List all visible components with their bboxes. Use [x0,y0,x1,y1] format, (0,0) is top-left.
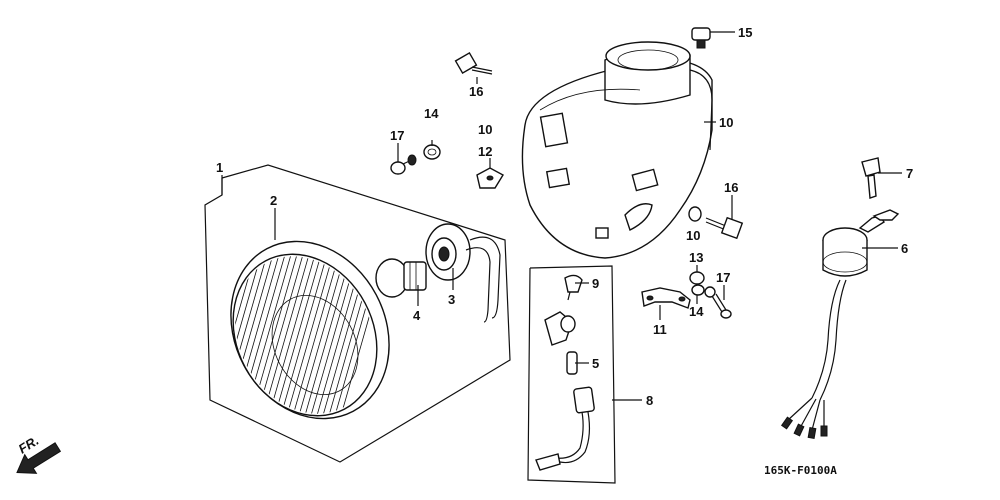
bracket-11 [641,287,691,309]
callout-labels: 1 2 3 4 5 6 7 8 9 10 10 10 11 12 13 14 1… [216,25,913,408]
collar-10 [688,206,702,222]
bulb-socket [425,223,501,323]
washer-14-right [691,284,705,296]
callout-16-top: 16 [469,84,483,99]
callout-12: 12 [478,144,492,159]
front-direction-arrow: FR. [16,433,62,474]
wire-harness [535,274,595,471]
bolt-16-top [454,51,493,75]
callout-17-right: 17 [716,270,730,285]
callout-13: 13 [689,250,703,265]
callout-9: 9 [592,276,599,291]
callout-4: 4 [413,308,421,323]
callout-8: 8 [646,393,653,408]
callout-5: 5 [592,356,599,371]
callout-10-top: 10 [478,122,492,137]
callout-10-collar: 10 [686,228,700,243]
callout-10-case: 10 [719,115,733,130]
bolt-16-right [705,216,744,240]
callout-14-left: 14 [424,106,439,121]
collar-14-left [423,144,441,160]
callout-1: 1 [216,160,223,175]
callout-7: 7 [906,166,913,181]
callout-3: 3 [448,292,455,307]
ignition-switch [780,209,900,440]
harness-assembly-frame [527,265,616,484]
callout-6: 6 [901,241,908,256]
callout-15: 15 [738,25,752,40]
leader-lines [221,31,902,401]
headlight-lens [208,231,395,439]
diagram-code: 165K-F0100A [764,464,837,477]
bolt-17-left [390,154,417,175]
lens-flute-line [208,231,227,439]
lens-flute-line [208,231,221,439]
callout-2: 2 [270,193,277,208]
callout-16-right: 16 [724,180,738,195]
headlight-bulb [375,258,427,298]
nut-12 [476,167,504,189]
callout-14-right: 14 [689,304,704,319]
lens-flute-line [208,231,233,439]
bolt-15 [691,27,711,49]
bolt-17-right [704,286,732,319]
ignition-key [861,157,881,199]
callout-11: 11 [653,322,667,337]
collar-13 [689,271,705,285]
front-direction-label: FR. [16,433,42,457]
callout-17-left: 17 [390,128,404,143]
headlight-assembly-frame [204,164,511,463]
headlight-case [521,41,713,259]
